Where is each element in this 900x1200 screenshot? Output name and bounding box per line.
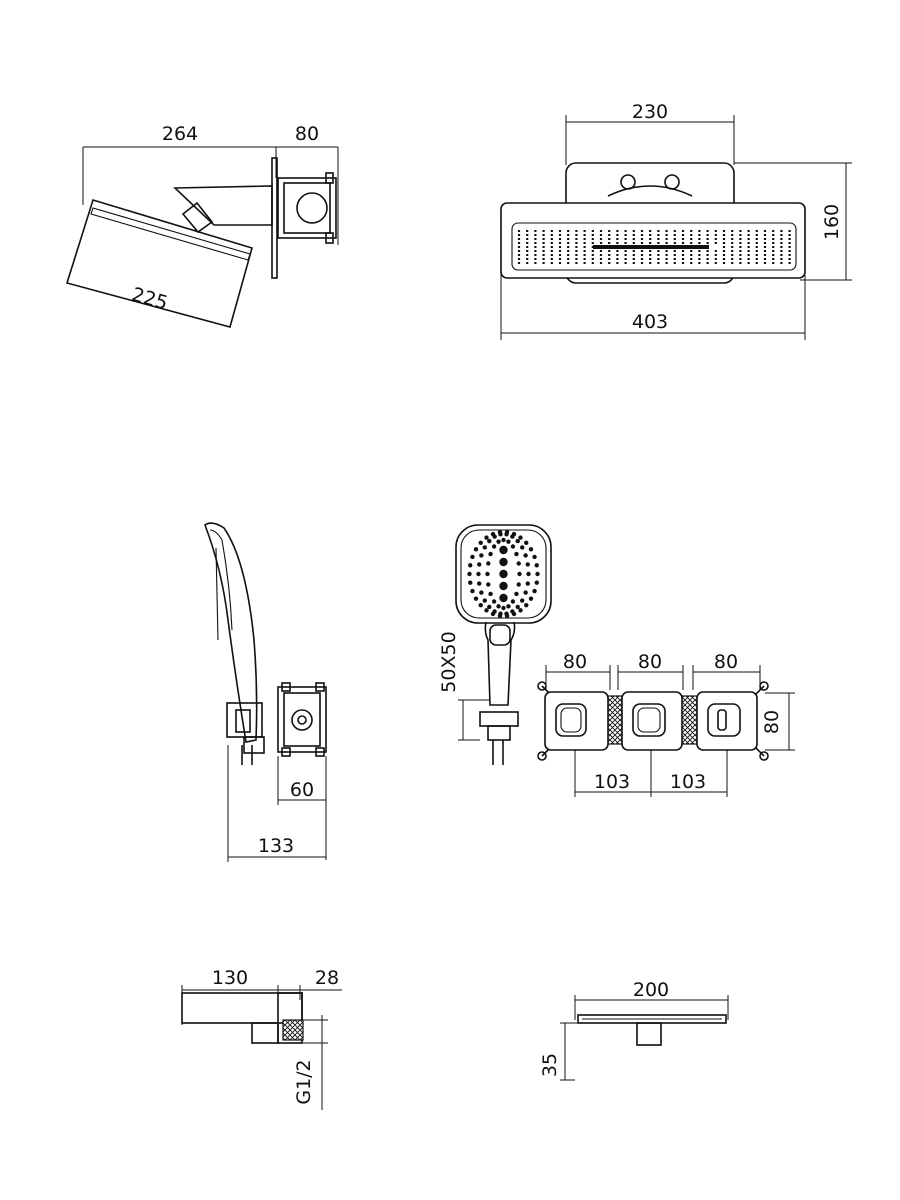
hand-shower-nozzles (467, 530, 540, 618)
dim-rain-front-height: 160 (821, 204, 843, 240)
dim-outlet-length: 130 (212, 967, 248, 989)
hand-shower-front-view: 50X50 (438, 524, 552, 765)
outlet-elbow-view: 130 28 G1/2 (181, 967, 342, 1110)
rain-nozzle-grid (517, 230, 791, 266)
dim-rain-front-width: 403 (632, 311, 668, 333)
wall-flange-view: 200 35 (539, 979, 729, 1081)
dim-hand-side-total: 133 (258, 835, 294, 857)
dim-rain-side-width: 264 (162, 123, 198, 145)
dim-hand-front-head: 50X50 (438, 631, 460, 692)
dim-outlet-depth: 28 (315, 967, 339, 989)
rain-shower-front-view: 230 160 403 (500, 101, 852, 340)
dim-valve-spacing-1: 103 (594, 771, 630, 793)
dim-valve-width-3: 80 (714, 651, 738, 673)
dim-valve-spacing-2: 103 (670, 771, 706, 793)
dim-valve-width-2: 80 (638, 651, 662, 673)
dim-rain-side-depth: 80 (295, 123, 319, 145)
dim-rain-front-plate: 230 (632, 101, 668, 123)
dim-outlet-thread: G1/2 (293, 1059, 315, 1104)
dim-flange-width: 200 (633, 979, 669, 1001)
dim-rain-head-length: 225 (129, 283, 170, 314)
dim-hand-side-box: 60 (290, 779, 314, 801)
rain-shower-side-view: 264 80 225 (65, 123, 339, 328)
dim-valve-width-1: 80 (563, 651, 587, 673)
dim-flange-height: 35 (539, 1053, 561, 1077)
valve-plates-front-view: 80 80 80 80 (537, 651, 795, 797)
dim-valve-height: 80 (761, 710, 783, 734)
hand-shower-side-view: 60 133 (204, 522, 327, 862)
